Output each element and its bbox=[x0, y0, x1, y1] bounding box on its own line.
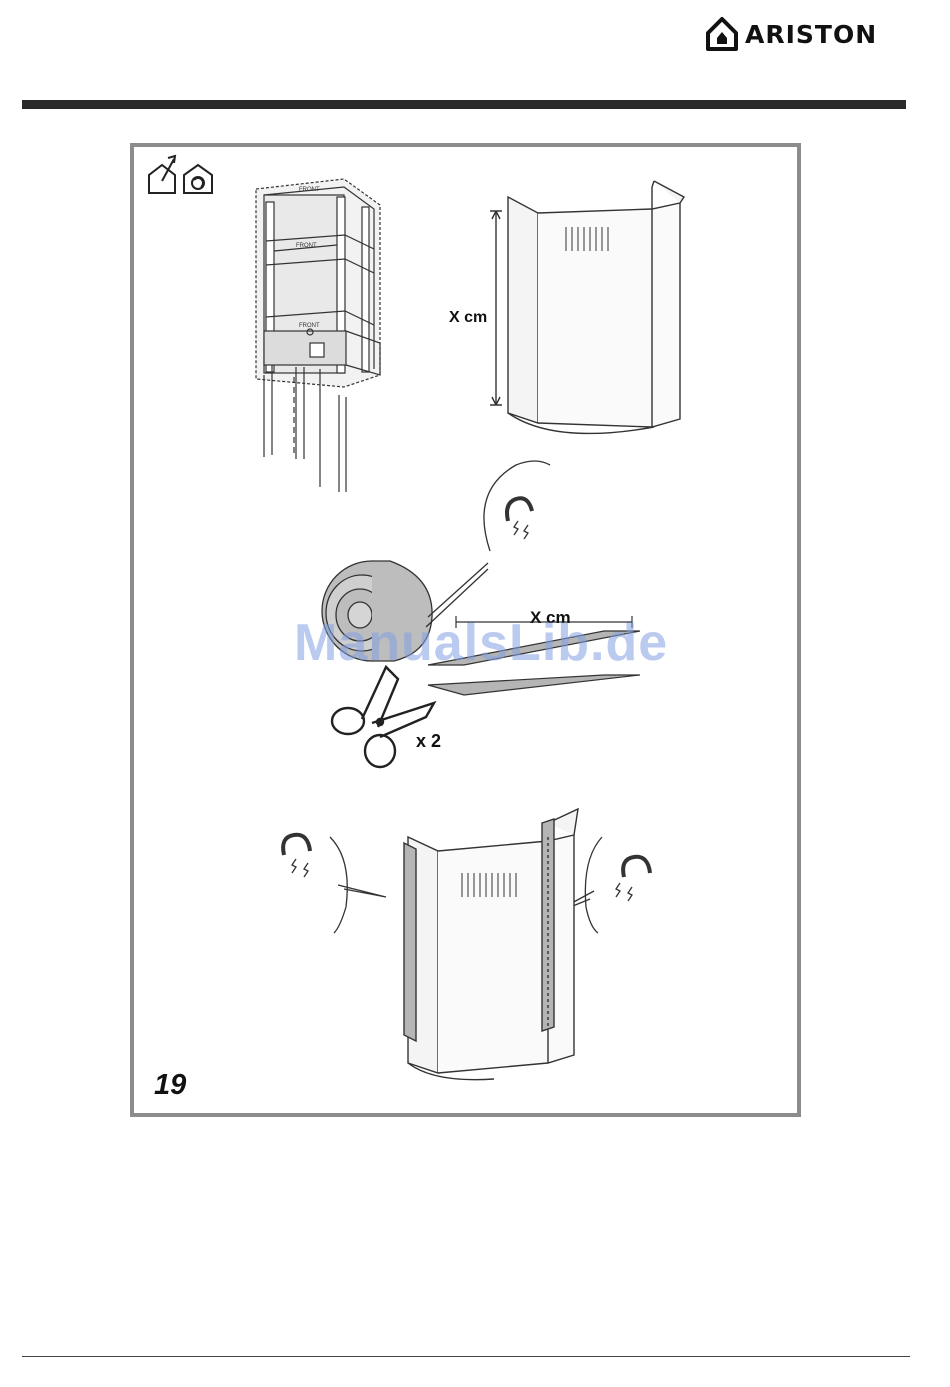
cabinet-print-mid: FRONT bbox=[296, 243, 317, 249]
house-ducted-icon bbox=[149, 156, 175, 193]
house-logo-icon bbox=[705, 16, 739, 52]
watermark: ManualsLib.de bbox=[294, 613, 668, 673]
quantity-label: x 2 bbox=[416, 731, 441, 752]
footer-rule bbox=[22, 1356, 910, 1357]
figure-panel: FRONT FRONT FRONT bbox=[130, 143, 801, 1117]
hood-cabinet-drawing: FRONT FRONT FRONT bbox=[256, 179, 380, 492]
scissors-icon bbox=[332, 667, 434, 767]
cabinet-print-bottom: FRONT bbox=[299, 323, 320, 329]
brand-name: ARISTON bbox=[745, 20, 877, 49]
figure-number: 19 bbox=[154, 1069, 186, 1102]
chimney-cover-drawing bbox=[490, 181, 684, 433]
cabinet-print-top: FRONT bbox=[299, 187, 320, 193]
dimension-label-top: X cm bbox=[449, 309, 487, 327]
felt-strip-bottom bbox=[428, 675, 640, 695]
house-recirculation-icon bbox=[184, 165, 212, 193]
ariston-logo: ARISTON bbox=[705, 16, 877, 52]
magnet-callout-middle bbox=[484, 461, 550, 551]
header-rule bbox=[22, 100, 906, 109]
chimney-with-strips-drawing bbox=[404, 809, 578, 1080]
magnet-callout-left bbox=[283, 835, 386, 933]
